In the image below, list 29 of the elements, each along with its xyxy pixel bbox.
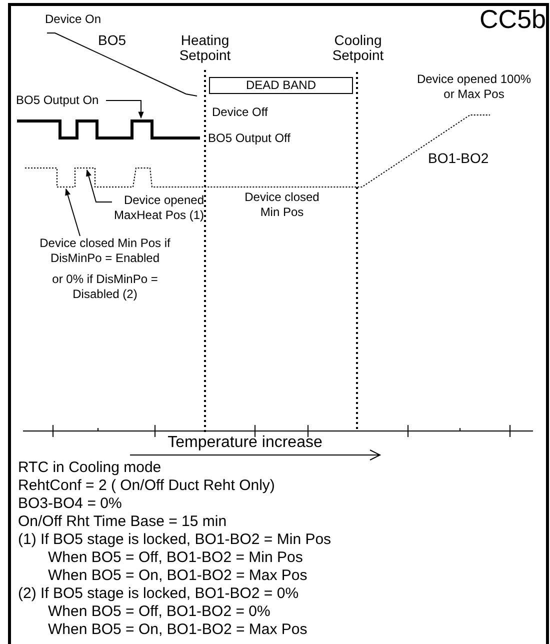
note-line: When BO5 = Off, BO1-BO2 = Min Pos [47, 549, 304, 567]
diagram-label: Temperature increase [166, 435, 324, 450]
callout-text: Device closed Min Pos if DisMinPo = Enabled or 0% if DisMinPo = Disabled (2) [30, 236, 180, 302]
diagram-label: Device closed Min Pos [244, 190, 320, 220]
note-line: RTC in Cooling mode [18, 459, 162, 477]
diagram-label: Cooling Setpoint [331, 33, 385, 63]
note-line: BO3-BO4 = 0% [18, 495, 123, 513]
bo1-bo2-waveform [24, 114, 490, 188]
note-line: When BO5 = Off, BO1-BO2 = 0% [47, 603, 272, 621]
band-box: DEAD BAND [209, 77, 353, 94]
diagram-label: Heating Setpoint [178, 33, 232, 63]
note-line: RehtConf = 2 ( On/Off Duct Reht Only) [18, 477, 276, 495]
diagram-label: BO1-BO2 [428, 151, 490, 166]
leader-line [106, 100, 144, 119]
note-line: When BO5 = On, BO1-BO2 = Max Pos [47, 567, 308, 585]
diagram-label: BO5 Output Off [208, 131, 292, 146]
diagram-title: CC5b [480, 6, 546, 32]
diagram-label: Device Off [212, 105, 269, 120]
note-line: (1) If BO5 stage is locked, BO1-BO2 = Min Pos [18, 531, 332, 549]
diagram-label: Device On [45, 12, 102, 27]
leader-line [86, 169, 112, 202]
note-line: On/Off Rht Time Base = 15 min [18, 513, 228, 531]
callout-text: BO5 Output On [16, 93, 106, 108]
note-line: When BO5 = On, BO1-BO2 = Max Pos [47, 621, 308, 639]
note-line: (2) If BO5 stage is locked, BO1-BO2 = 0% [18, 585, 300, 603]
diagram-label: BO5 [98, 33, 128, 48]
leader-line [65, 188, 80, 236]
callout-text: Device opened MaxHeat Pos (1) [112, 193, 204, 223]
diagram-label: Device opened 100% or Max Pos [416, 72, 532, 102]
